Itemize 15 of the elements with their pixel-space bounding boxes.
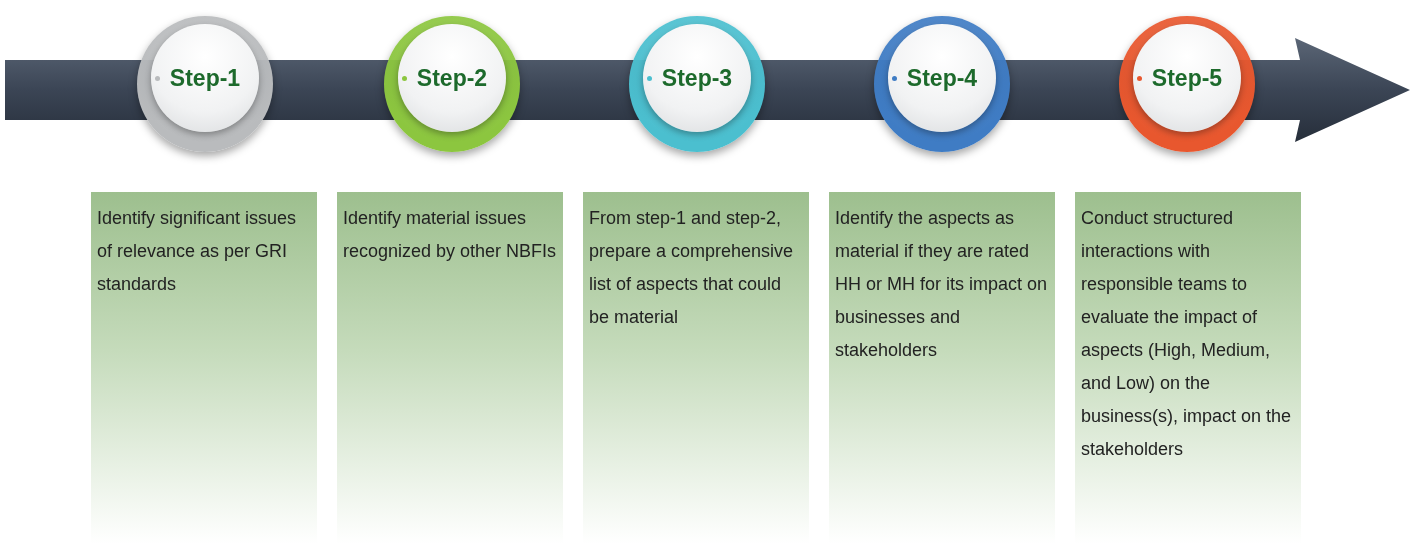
step-circle <box>384 16 520 152</box>
step-label: Step-2 <box>416 64 488 92</box>
step-label: Step-3 <box>661 64 733 92</box>
description-text: Conduct structured interactions with responsible teams to evaluate the impact of aspects (High, Medium, and Low) on the business(s), impact on the stakeholders <box>1081 207 1293 461</box>
step-circle <box>874 16 1010 152</box>
step-circle <box>1119 16 1255 152</box>
step-label: Step-5 <box>1151 64 1223 92</box>
description-text: From step-1 and step-2, prepare a comprehensive list of aspects that could be material <box>589 207 795 329</box>
step-circle <box>137 16 273 152</box>
description-text: Identify material issues recognized by other NBFIs <box>343 207 557 263</box>
description-text: Identify the aspects as material if they are rated HH or MH for its impact on businesses and stakeholders <box>835 207 1049 362</box>
step-circle <box>629 16 765 152</box>
step-label: Step-4 <box>906 64 978 92</box>
step-label: Step-1 <box>169 64 241 92</box>
description-text: Identify significant issues of relevance as per GRI standards <box>97 207 298 296</box>
